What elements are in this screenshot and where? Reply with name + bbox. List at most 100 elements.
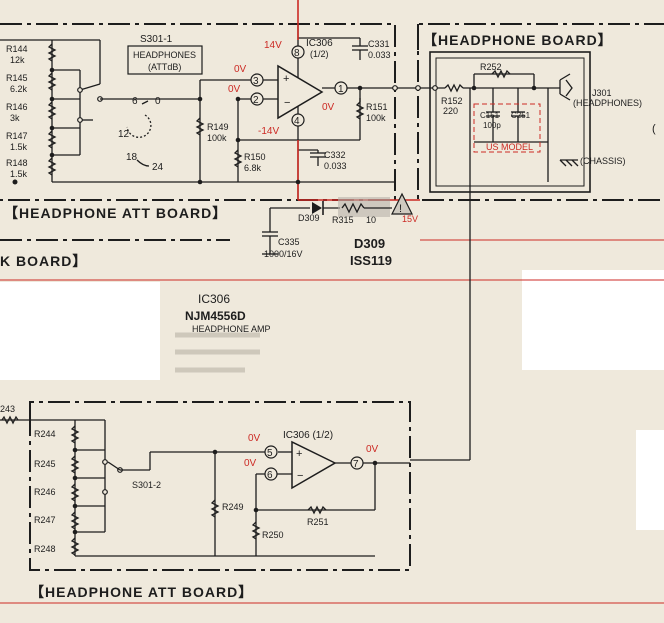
ic306-part: (1/2) xyxy=(310,49,329,59)
r247-label: R247 xyxy=(34,515,56,525)
switch-s301-1: S301-1 HEADPHONES (ATTdB) 6 0 12 18 24 xyxy=(118,34,203,173)
top-resistor-labels: R144 12k R145 6.2k R146 3k R147 1.5k R14… xyxy=(6,44,28,179)
voltage-pin5: 0V xyxy=(248,433,261,444)
us-model-box xyxy=(473,103,541,153)
c332-label: C332 xyxy=(324,150,346,160)
r152-label: R152 xyxy=(441,96,463,106)
r144-value: 12k xyxy=(10,55,25,65)
switch-step-18: 18 xyxy=(126,152,138,163)
bottom-voltage-labels: 0V 0V 0V xyxy=(244,433,379,469)
c331-label: C331 xyxy=(368,39,390,49)
switch-title-line1: HEADPHONES xyxy=(133,50,196,60)
bottom-plus-sign: + xyxy=(296,448,302,460)
switch-title-line2: (ATTdB) xyxy=(148,62,181,72)
voltage-pin1: 0V xyxy=(322,102,335,113)
bottom-att-board-outline xyxy=(29,401,411,571)
top-att-board-outline xyxy=(0,23,396,201)
jack-frame-outer xyxy=(429,51,591,193)
r151-value: 100k xyxy=(366,113,386,123)
r144-label: R144 xyxy=(6,44,28,54)
j301-label: J301 xyxy=(592,88,612,98)
opamp-ic306-bottom: + − 5 6 7 IC306 (1/2) R250 R251 xyxy=(251,430,410,556)
r245-label: R245 xyxy=(34,459,56,469)
c332: C332 0.033 xyxy=(298,149,347,171)
voltage-pin2: 0V xyxy=(228,84,241,95)
c331: C331 0.033 xyxy=(298,37,391,60)
ic306-label: IC306 xyxy=(306,38,333,49)
pin-7: 7 xyxy=(353,459,359,470)
d309-label: D309 xyxy=(298,213,320,223)
headphone-labels: R252 R152 220 C151 100p C251 US MODEL J3… xyxy=(441,62,656,166)
r249: R249 xyxy=(210,449,244,556)
k-board-label: K BOARD】 xyxy=(0,253,87,269)
r147-label: R147 xyxy=(6,131,28,141)
r248-label: R248 xyxy=(34,544,56,554)
switch-step-6: 6 xyxy=(132,96,138,107)
chassis-label: (CHASSIS) xyxy=(580,156,626,166)
c335-label: C335 xyxy=(278,237,300,247)
jack-frame-inner xyxy=(435,57,585,187)
headphone-board-outline-lower xyxy=(417,24,664,201)
switch-step-24: 24 xyxy=(152,162,164,173)
c335-value: 1000/16V xyxy=(264,249,303,259)
pin-2: 2 xyxy=(253,95,259,106)
r252-label: R252 xyxy=(480,62,502,72)
s301-2-label: S301-2 xyxy=(132,480,161,490)
c151-value: 100p xyxy=(483,121,501,130)
headphone-circuit xyxy=(395,69,579,182)
supply-section: D309 R315 10 ! 15V C335 1000/16V D309 IS… xyxy=(262,192,418,268)
bottom-resistor-labels: R244 R245 R246 R247 R248 S301-2 xyxy=(34,429,161,554)
warning-exclamation-icon: ! xyxy=(399,203,402,215)
voltage-14v: 14V xyxy=(264,40,282,51)
top-voltage-labels: 14V 0V 0V 0V -14V xyxy=(228,40,335,137)
switch-step-0: 0 xyxy=(155,96,161,107)
pin-3: 3 xyxy=(253,76,259,87)
voltage-15v: 15V xyxy=(402,214,418,224)
info-ic: IC306 xyxy=(198,292,230,306)
r145-label: R145 xyxy=(6,73,28,83)
voltage-neg14v: -14V xyxy=(258,126,279,137)
c251-label: C251 xyxy=(511,111,531,120)
ic-info-block: IC306 NJM4556D HEADPHONE AMP xyxy=(185,292,271,334)
r152-value: 220 xyxy=(443,106,458,116)
plus-sign: + xyxy=(283,73,289,85)
d309-part: ISS119 xyxy=(350,253,392,268)
info-desc: HEADPHONE AMP xyxy=(192,324,271,334)
r148-label: R148 xyxy=(6,158,28,168)
r149: R149 100k xyxy=(195,79,255,182)
switch-step-12: 12 xyxy=(118,129,130,140)
paper-white-block-right xyxy=(522,270,664,370)
us-model-label: US MODEL xyxy=(486,142,533,152)
r150-label: R150 xyxy=(244,152,266,162)
r250-label: R250 xyxy=(262,530,284,540)
pin-5: 5 xyxy=(267,448,273,459)
paper-white-block-left xyxy=(0,282,160,380)
bottom-input: 243 xyxy=(0,404,75,425)
r146-value: 3k xyxy=(10,113,20,123)
bottom-att-board-label: 【HEADPHONE ATT BOARD】 xyxy=(30,584,253,600)
r151: R151 100k xyxy=(355,85,388,123)
bottom-resistor-ladder xyxy=(70,419,375,557)
c331-value: 0.033 xyxy=(368,50,391,60)
r147-value: 1.5k xyxy=(10,142,28,152)
r243-label: 243 xyxy=(0,404,15,414)
top-resistor-ladder xyxy=(0,39,395,185)
pin-1: 1 xyxy=(338,84,344,95)
r246-label: R246 xyxy=(34,487,56,497)
bottom-minus-sign: − xyxy=(297,470,303,482)
r145-value: 6.2k xyxy=(10,84,28,94)
r251-label: R251 xyxy=(307,517,329,527)
voltage-pin7: 0V xyxy=(366,444,379,455)
r249-label: R249 xyxy=(222,502,244,512)
r315-label: R315 xyxy=(332,215,354,225)
warning-triangle-icon xyxy=(391,192,413,215)
r149-label: R149 xyxy=(207,122,229,132)
r150-value: 6.8k xyxy=(244,163,262,173)
d309-title: D309 xyxy=(354,236,385,251)
pin-6: 6 xyxy=(267,470,273,481)
info-part: NJM4556D xyxy=(185,309,246,323)
pin-8: 8 xyxy=(294,48,300,59)
red-supply-traces xyxy=(297,0,420,201)
